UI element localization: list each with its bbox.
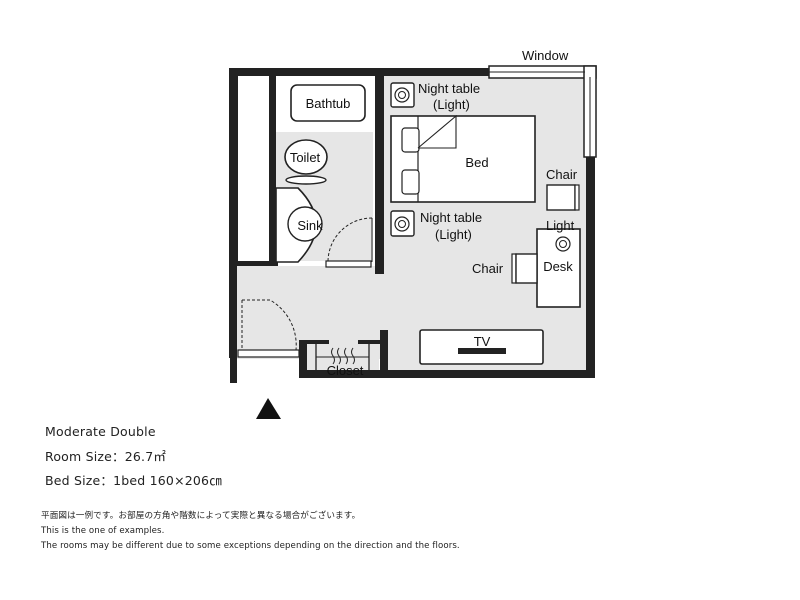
sink (275, 187, 323, 263)
bathtub (290, 84, 366, 122)
window-frame (488, 65, 597, 158)
bathtub-label: Bathtub (306, 96, 351, 111)
night-table-top-label: Night table (418, 81, 480, 96)
night-table-top (390, 82, 415, 108)
bed-size: Bed Size：1bed 160×206㎝ (45, 473, 222, 488)
chair-left-label: Chair (472, 261, 504, 276)
light-label: Light (546, 218, 575, 233)
room-size: Room Size：26.7㎡ (45, 449, 167, 464)
entrance-arrow-icon (256, 398, 281, 419)
closet-label: Closet (327, 363, 364, 378)
bed (390, 114, 536, 203)
toilet-label: Toilet (290, 150, 321, 165)
night-table-top-sublabel: (Light) (433, 97, 470, 112)
tv-label: TV (474, 334, 491, 349)
entrance-door (237, 299, 300, 358)
chair-left (511, 253, 538, 284)
bed-label: Bed (465, 155, 488, 170)
note-japanese: 平面図は一例です。お部屋の方角や階数によって実際と異なる場合がございます。 (41, 511, 361, 521)
desk-label: Desk (543, 259, 573, 274)
toilet (284, 139, 328, 185)
night-table-bottom-sublabel: (Light) (435, 227, 472, 242)
note-english-1: This is the one of examples. (41, 526, 165, 536)
chair-right (546, 184, 580, 211)
chair-right-label: Chair (546, 167, 578, 182)
window-label: Window (522, 48, 569, 63)
bathroom-door (325, 217, 373, 268)
night-table-bottom-label: Night table (420, 210, 482, 225)
note-english-2: The rooms may be different due to some e… (41, 541, 460, 551)
storage-column (236, 73, 271, 265)
walls (229, 68, 595, 383)
room-type: Moderate Double (45, 424, 156, 439)
closet (315, 344, 370, 370)
sink-label: Sink (297, 218, 323, 233)
night-table-bottom (390, 210, 415, 237)
tv-stand (419, 329, 544, 365)
